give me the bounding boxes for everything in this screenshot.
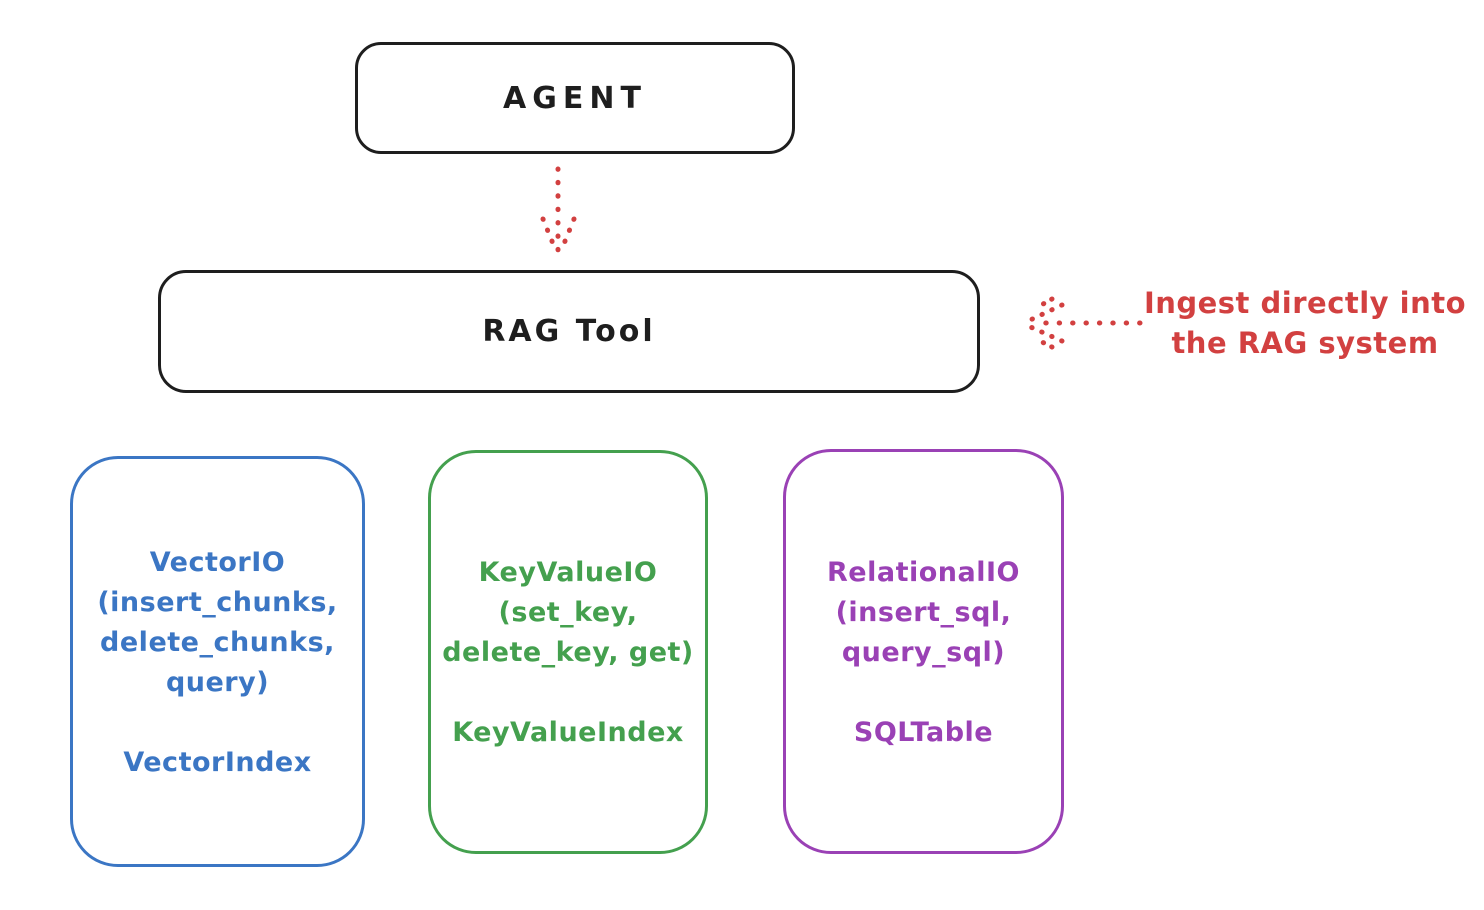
relationalio-title: RelationalIO [827,557,1020,588]
left-dotted-arrow [1023,296,1143,350]
keyvalueio-method-line1: (set_key, [498,597,638,628]
spacer [431,673,705,713]
vectorio-node: VectorIO (insert_chunks, delete_chunks, … [70,456,365,867]
keyvalueio-text: KeyValueIO (set_key, delete_key, get) Ke… [431,453,705,753]
agent-label: AGENT [503,80,647,116]
keyvalueio-title: KeyValueIO [478,557,658,588]
vectorio-method-line3: query) [165,667,270,698]
vectorio-title: VectorIO [149,547,286,578]
rag-tool-node: RAG Tool [158,270,980,393]
relationalio-index-label: SQLTable [853,717,994,748]
agent-node: AGENT [355,42,795,154]
rag-tool-label: RAG Tool [482,314,656,349]
vectorio-method-line2: delete_chunks, [100,627,335,658]
spacer [73,703,362,743]
spacer [786,673,1061,713]
relationalio-method-line1: (insert_sql, [835,597,1012,628]
down-dotted-arrow [540,166,577,257]
ingest-annotation-line2: the RAG system [1171,326,1439,360]
vectorio-method-line1: (insert_chunks, [97,587,338,618]
relationalio-method-line2: query_sql) [841,637,1006,668]
relationalio-node: RelationalIO (insert_sql, query_sql) SQL… [783,449,1064,854]
keyvalueio-index-label: KeyValueIndex [452,717,684,748]
keyvalueio-method-line2: delete_key, get) [442,637,694,668]
keyvalueio-node: KeyValueIO (set_key, delete_key, get) Ke… [428,450,708,854]
vectorio-index-label: VectorIndex [123,747,312,778]
vectorio-text: VectorIO (insert_chunks, delete_chunks, … [73,459,362,783]
ingest-annotation-line1: Ingest directly into [1143,286,1467,320]
ingest-annotation: Ingest directly into the RAG system [1132,283,1478,363]
relationalio-text: RelationalIO (insert_sql, query_sql) SQL… [786,452,1061,753]
